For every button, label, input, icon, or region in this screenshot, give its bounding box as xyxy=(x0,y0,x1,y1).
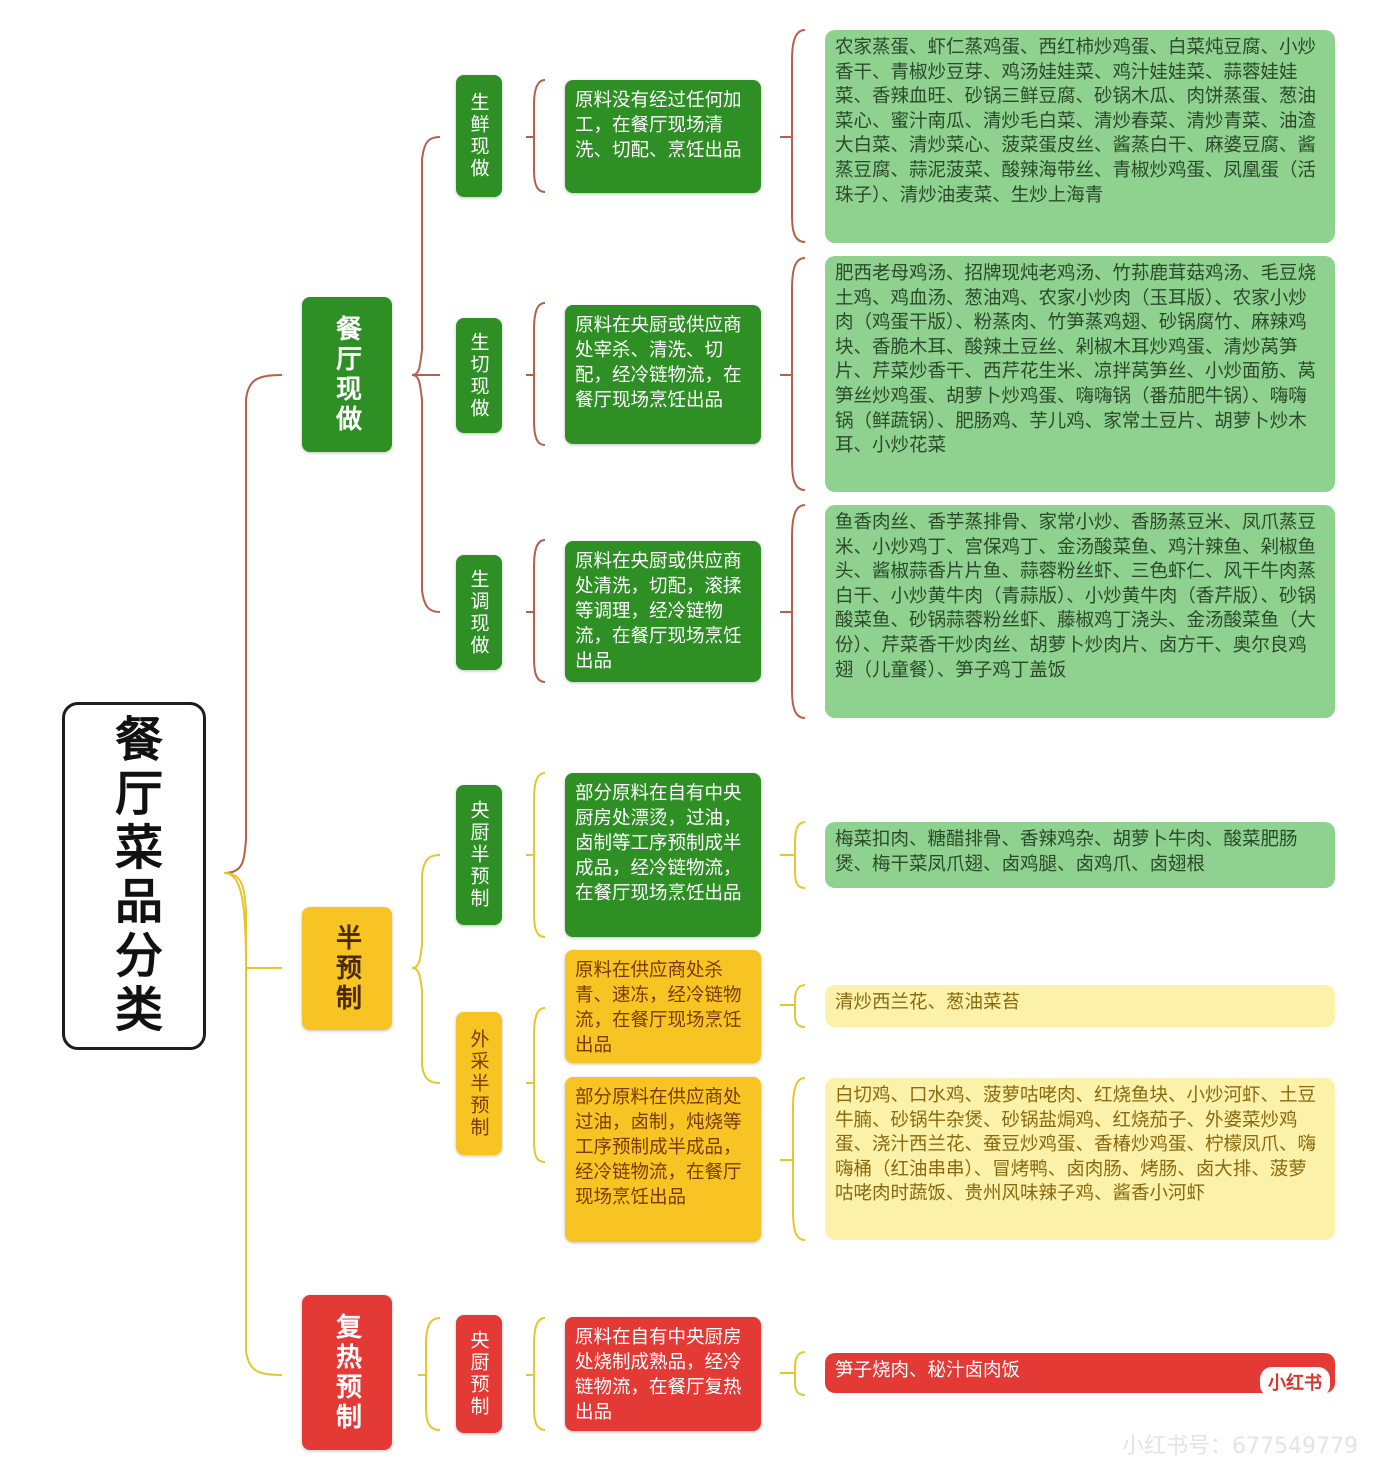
root-node: 餐厅菜品分类 xyxy=(62,702,206,1050)
sub-label: 生鲜现做 xyxy=(467,92,490,180)
sub-node-fresh-made: 生鲜现做 xyxy=(456,75,502,197)
category-label: 复热预制 xyxy=(331,1312,362,1433)
sub-label: 生切现做 xyxy=(467,331,490,420)
category-label: 餐厅现做 xyxy=(331,314,362,435)
sub-node-purchased-semi-prepared: 外采半预制 xyxy=(456,1012,502,1155)
desc-central-semi-prepared: 部分原料在自有中央厨房处漂烫，过油，卤制等工序预制成半成品，经冷链物流，在餐厅现… xyxy=(565,773,761,937)
desc-fresh-made: 原料没有经过任何加工，在餐厅现场清洗、切配、烹饪出品 xyxy=(565,80,761,193)
dish-list-fresh-made: 农家蒸蛋、虾仁蒸鸡蛋、西红柿炒鸡蛋、白菜炖豆腐、小炒香干、青椒炒豆芽、鸡汤娃娃菜… xyxy=(825,30,1335,243)
root-title: 餐厅菜品分类 xyxy=(106,714,162,1038)
sub-label: 生调现做 xyxy=(467,568,490,657)
desc-raw-cut-made: 原料在央厨或供应商处宰杀、清洗、切配，经冷链物流，在餐厅现场烹饪出品 xyxy=(565,305,761,444)
sub-label: 央厨半预制 xyxy=(467,800,490,910)
desc-purchased-semi-prepared-1: 原料在供应商处杀青、速冻，经冷链物流，在餐厅现场烹饪出品 xyxy=(565,950,761,1063)
sub-label: 央厨预制 xyxy=(467,1330,490,1418)
category-node-restaurant-made: 餐厅现做 xyxy=(302,297,392,452)
desc-purchased-semi-prepared-2: 部分原料在供应商处过油，卤制，炖烧等工序预制成半成品，经冷链物流，在餐厅现场烹饪… xyxy=(565,1077,761,1242)
watermark-brand: 小红书 xyxy=(1260,1367,1330,1397)
category-label: 半预制 xyxy=(331,923,362,1014)
desc-raw-seasoned-made: 原料在央厨或供应商处清洗，切配，滚揉等调理，经冷链物流，在餐厅现场烹饪出品 xyxy=(565,541,761,682)
category-node-semi-prepared: 半预制 xyxy=(302,907,392,1030)
watermark-id: 小红书号：677549779 xyxy=(1122,1434,1358,1459)
dish-list-central-prepared: 笋子烧肉、秘汁卤肉饭 xyxy=(825,1353,1335,1393)
desc-central-prepared: 原料在自有中央厨房处烧制成熟品，经冷链物流，在餐厅复热出品 xyxy=(565,1317,761,1431)
dish-list-central-semi-prepared: 梅菜扣肉、糖醋排骨、香辣鸡杂、胡萝卜牛肉、酸菜肥肠煲、梅干菜凤爪翅、卤鸡腿、卤鸡… xyxy=(825,822,1335,888)
dish-list-purchased-semi-prepared-2: 白切鸡、口水鸡、菠萝咕咾肉、红烧鱼块、小炒河虾、土豆牛腩、砂锅牛杂煲、砂锅盐焗鸡… xyxy=(825,1078,1335,1240)
sub-node-central-semi-prepared: 央厨半预制 xyxy=(456,785,502,925)
dish-list-purchased-semi-prepared-1: 清炒西兰花、葱油菜苔 xyxy=(825,985,1335,1027)
dish-list-raw-cut-made: 肥西老母鸡汤、招牌现炖老鸡汤、竹荪鹿茸菇鸡汤、毛豆烧土鸡、鸡血汤、葱油鸡、农家小… xyxy=(825,256,1335,492)
sub-node-raw-seasoned-made: 生调现做 xyxy=(456,555,502,670)
sub-node-central-prepared: 央厨预制 xyxy=(456,1315,502,1433)
category-node-reheat-prepared: 复热预制 xyxy=(302,1295,392,1450)
sub-label: 外采半预制 xyxy=(467,1028,490,1139)
dish-list-raw-seasoned-made: 鱼香肉丝、香芋蒸排骨、家常小炒、香肠蒸豆米、凤爪蒸豆米、小炒鸡丁、宫保鸡丁、金汤… xyxy=(825,505,1335,718)
sub-node-raw-cut-made: 生切现做 xyxy=(456,318,502,433)
